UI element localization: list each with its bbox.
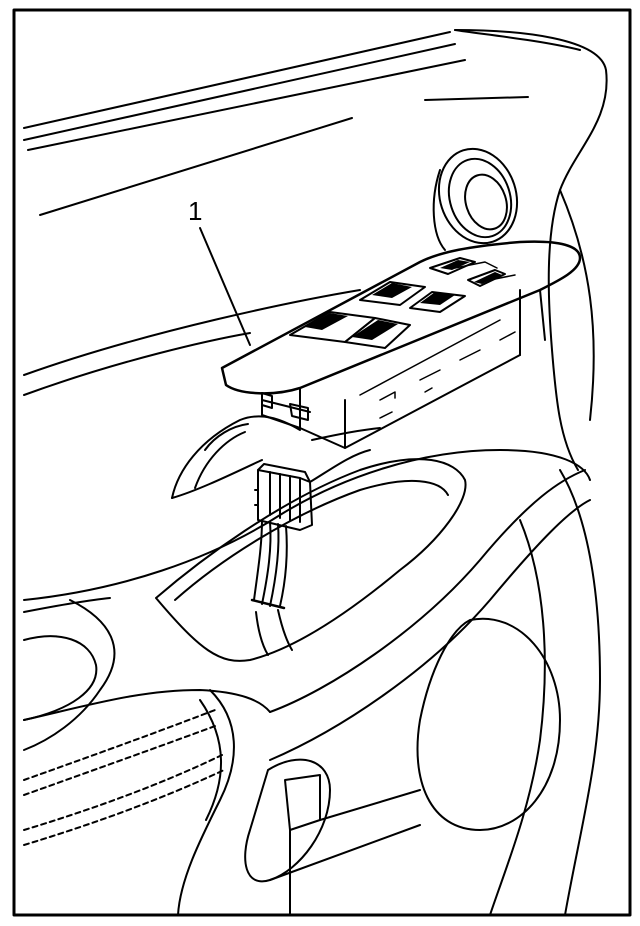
window-switch-assembly bbox=[220, 240, 582, 449]
wiring-harness bbox=[250, 519, 293, 656]
callout-label-1: 1 bbox=[188, 196, 203, 226]
wiring-connector bbox=[254, 463, 313, 531]
door-trim-panel bbox=[23, 29, 608, 916]
switch-pocket bbox=[171, 415, 381, 499]
diagram-border bbox=[12, 8, 632, 917]
callout-leader-line bbox=[199, 227, 251, 346]
speaker-grille bbox=[432, 147, 519, 251]
